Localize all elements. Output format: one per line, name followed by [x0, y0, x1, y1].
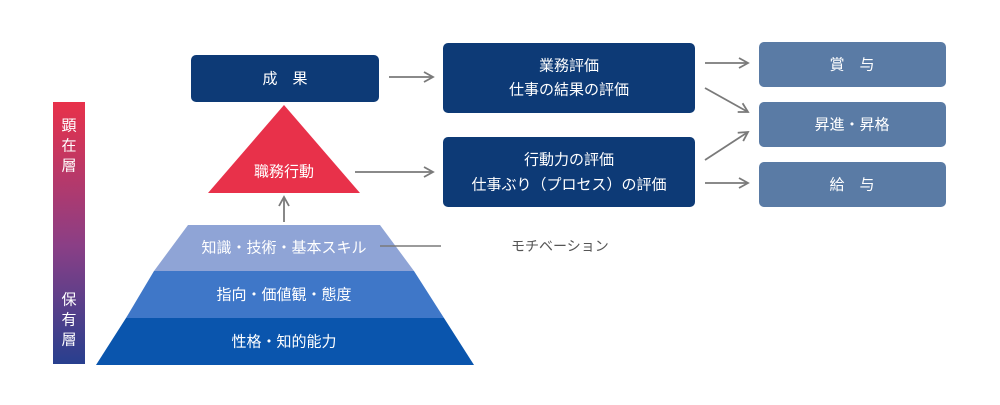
reward-box-promotion: 昇進・昇格 [759, 102, 946, 147]
result-label: 成 果 [262, 70, 307, 88]
latent-layer-char-3: 層 [61, 331, 76, 349]
reward-box-promotion-rect [759, 102, 946, 147]
evaluation-behavior-line-2: 仕事ぶり（プロセス）の評価 [471, 176, 666, 194]
pyramid-layer-knowledge [154, 225, 414, 271]
pyramid-layer-attitude [126, 271, 444, 318]
evaluation-box-performance: 業務評価 仕事の結果の評価 [443, 43, 695, 113]
evaluation-performance-line-2: 仕事の結果の評価 [509, 81, 629, 99]
pyramid-layer-personality [96, 318, 474, 365]
result-box: 成 果 [191, 55, 379, 102]
evaluation-box-performance-rect [443, 43, 695, 113]
latent-layer-char-1: 保 [61, 291, 76, 309]
reward-box-bonus: 賞 与 [759, 42, 946, 87]
evaluation-box-behavior-rect [443, 137, 695, 207]
pyramid-layer-knowledge-label: 知識・技術・基本スキル [201, 239, 366, 257]
reward-box-salary: 給 与 [759, 162, 946, 207]
evaluation-behavior-line-1: 行動力の評価 [524, 151, 614, 169]
pyramid: 職務行動 知識・技術・基本スキル 指向・価値観・態度 性格・知的能力 [96, 105, 474, 365]
evaluation-box-behavior: 行動力の評価 仕事ぶり（プロセス）の評価 [443, 137, 695, 207]
reward-box-salary-rect [759, 162, 946, 207]
result-box-rect [191, 55, 379, 102]
layer-side-bar: 顕 在 層 保 有 層 [53, 102, 85, 364]
arrows [355, 57, 750, 189]
reward-box-bonus-rect [759, 42, 946, 87]
reward-salary-label: 給 与 [829, 176, 874, 194]
visible-layer-char-3: 層 [61, 157, 76, 175]
side-gradient-bar [53, 102, 85, 364]
visible-layer-char-1: 顕 [61, 117, 76, 135]
reward-bonus-label: 賞 与 [829, 56, 874, 74]
arrow-performance-to-promotion [704, 87, 750, 113]
latent-layer-char-2: 有 [61, 311, 76, 329]
job-behavior-label: 職務行動 [254, 163, 314, 181]
reward-promotion-label: 昇進・昇格 [814, 116, 889, 134]
motivation-label: モチベーション [511, 239, 609, 255]
arrow-behavior-to-promotion [704, 130, 750, 161]
evaluation-performance-line-1: 業務評価 [539, 57, 599, 75]
pyramid-top-triangle [208, 105, 360, 193]
pyramid-layer-personality-label: 性格・知的能力 [231, 333, 336, 351]
pyramid-layer-attitude-label: 指向・価値観・態度 [216, 286, 351, 304]
visible-layer-char-2: 在 [61, 137, 76, 155]
